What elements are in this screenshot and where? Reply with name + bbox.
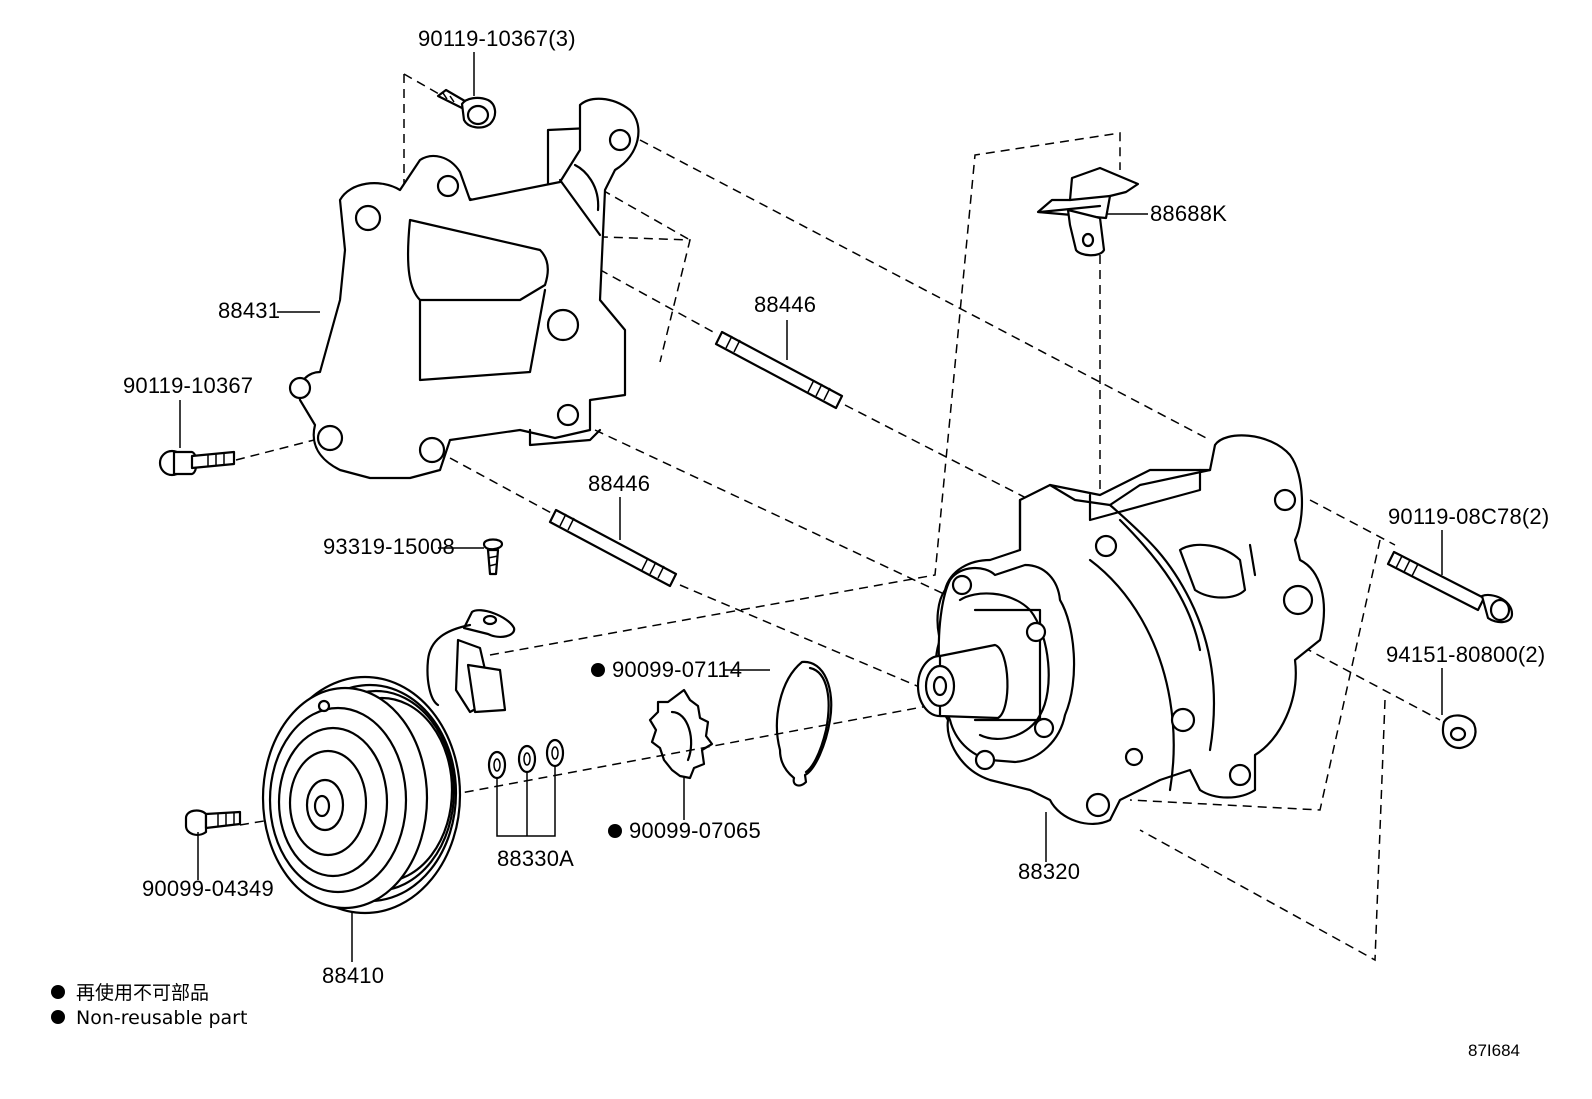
legend: 再使用不可部品 Non-reusable part — [51, 982, 247, 1029]
pulley-bolt-part — [184, 809, 242, 836]
retainer-part — [648, 688, 714, 780]
label-bracket: 88431 — [218, 298, 280, 323]
connector-harness — [426, 609, 516, 714]
label-bolt-left: 90119-10367 — [123, 373, 253, 398]
label-bolt-top: 90119-10367(3) — [418, 26, 576, 51]
shims-part — [487, 738, 565, 780]
legend-dot-en — [51, 1010, 65, 1024]
legend-text-ja: 再使用不可部品 — [76, 982, 209, 1004]
non-reusable-dot — [608, 824, 622, 838]
stud-lower-part — [548, 508, 678, 588]
clutch-pulley-part — [261, 675, 462, 915]
stud-upper-part — [714, 330, 844, 410]
bolt-left-part — [158, 449, 236, 477]
label-pulley-bolt: 90099-04349 — [142, 876, 274, 901]
bolt-right-part — [1386, 550, 1514, 624]
leader-lines — [179, 52, 1443, 962]
label-clip: 88688K — [1150, 201, 1227, 226]
bracket-part — [288, 97, 640, 480]
label-stud-lower: 88446 — [588, 471, 650, 496]
label-bolt-right: 90119-08C78(2) — [1388, 504, 1549, 529]
bolt-top-part — [436, 88, 497, 129]
label-stud-upper: 88446 — [754, 292, 816, 317]
label-compressor: 88320 — [1018, 859, 1080, 884]
compressor-part — [916, 434, 1325, 825]
screw-part — [482, 538, 504, 576]
clip-part — [1036, 166, 1140, 257]
part-labels: 90119-10367(3) 88431 90119-10367 88446 8… — [123, 26, 1549, 988]
non-reusable-dot — [591, 663, 605, 677]
label-clutch: 88410 — [322, 963, 384, 988]
legend-dot-ja — [51, 985, 65, 999]
label-nut-right: 94151-80800(2) — [1386, 642, 1545, 667]
nut-right-part — [1441, 714, 1477, 750]
legend-text-en: Non-reusable part — [76, 1007, 247, 1029]
diagram-reference: 87I684 — [1468, 1041, 1520, 1060]
label-screw: 93319-15008 — [323, 534, 455, 559]
label-retainer: 90099-07065 — [629, 818, 761, 843]
label-shims: 88330A — [497, 846, 574, 871]
snap-ring-part — [775, 660, 833, 787]
label-snap-ring: 90099-07114 — [612, 657, 742, 682]
